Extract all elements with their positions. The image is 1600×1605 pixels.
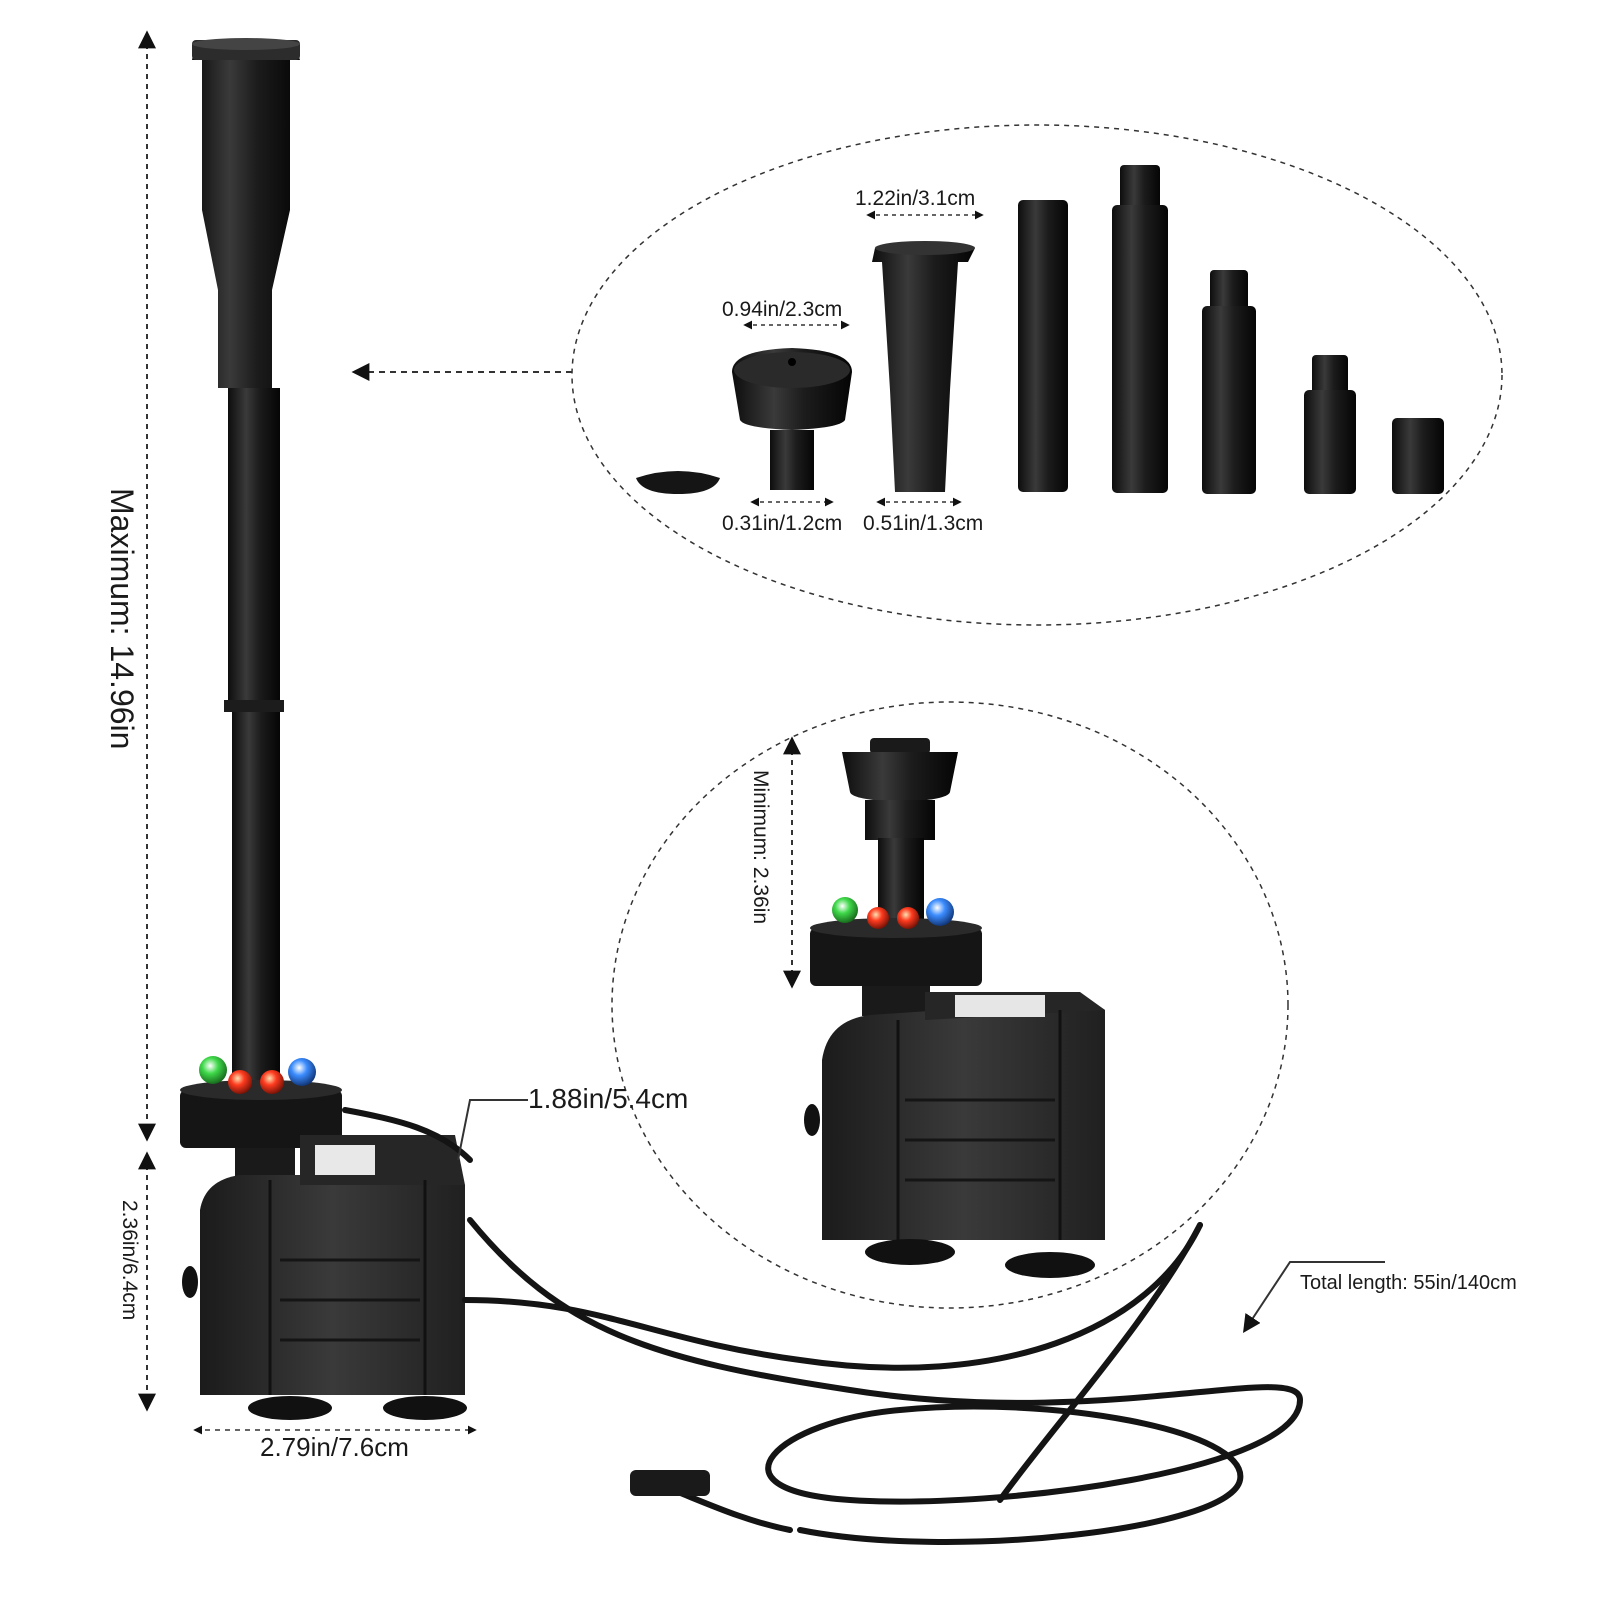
cap-top-label: 0.94in/2.3cm (722, 298, 843, 321)
nozzle-kit (636, 165, 1444, 494)
extension-tube-1 (1018, 200, 1068, 492)
cable-length-label: Total length: 55in/140cm (1300, 1272, 1517, 1294)
extension-tube-3 (1202, 270, 1256, 494)
short-connector-tube (1392, 418, 1444, 494)
cone-nozzle (872, 241, 975, 492)
nozzle-kit-callout (571, 124, 1503, 626)
max-height-label: Maximum: 14.96in (104, 488, 140, 750)
cone-bottom-label: 0.51in/1.3cm (863, 512, 984, 535)
mushroom-cap-nozzle (732, 348, 852, 490)
cable-length-leader (1243, 1261, 1385, 1334)
minimum-config-callout (611, 701, 1289, 1309)
min-height-label: Minimum: 2.36in (749, 770, 772, 925)
cable-plug (630, 1470, 710, 1496)
pump-max-assembly (180, 38, 467, 1420)
cone-top-label: 1.22in/3.1cm (855, 187, 976, 210)
pump-min-assembly (804, 738, 1105, 1278)
extension-tube-2 (1112, 165, 1168, 493)
depth-leader-line (457, 1099, 528, 1161)
flat-disc-nozzle (636, 471, 720, 494)
base-height-label: 2.36in/6.4cm (118, 1200, 141, 1321)
extension-tube-4 (1304, 355, 1356, 494)
depth-label: 1.88in/5.4cm (528, 1083, 689, 1114)
base-width-label: 2.79in/7.6cm (260, 1432, 409, 1462)
cap-bottom-label: 0.31in/1.2cm (722, 512, 843, 535)
